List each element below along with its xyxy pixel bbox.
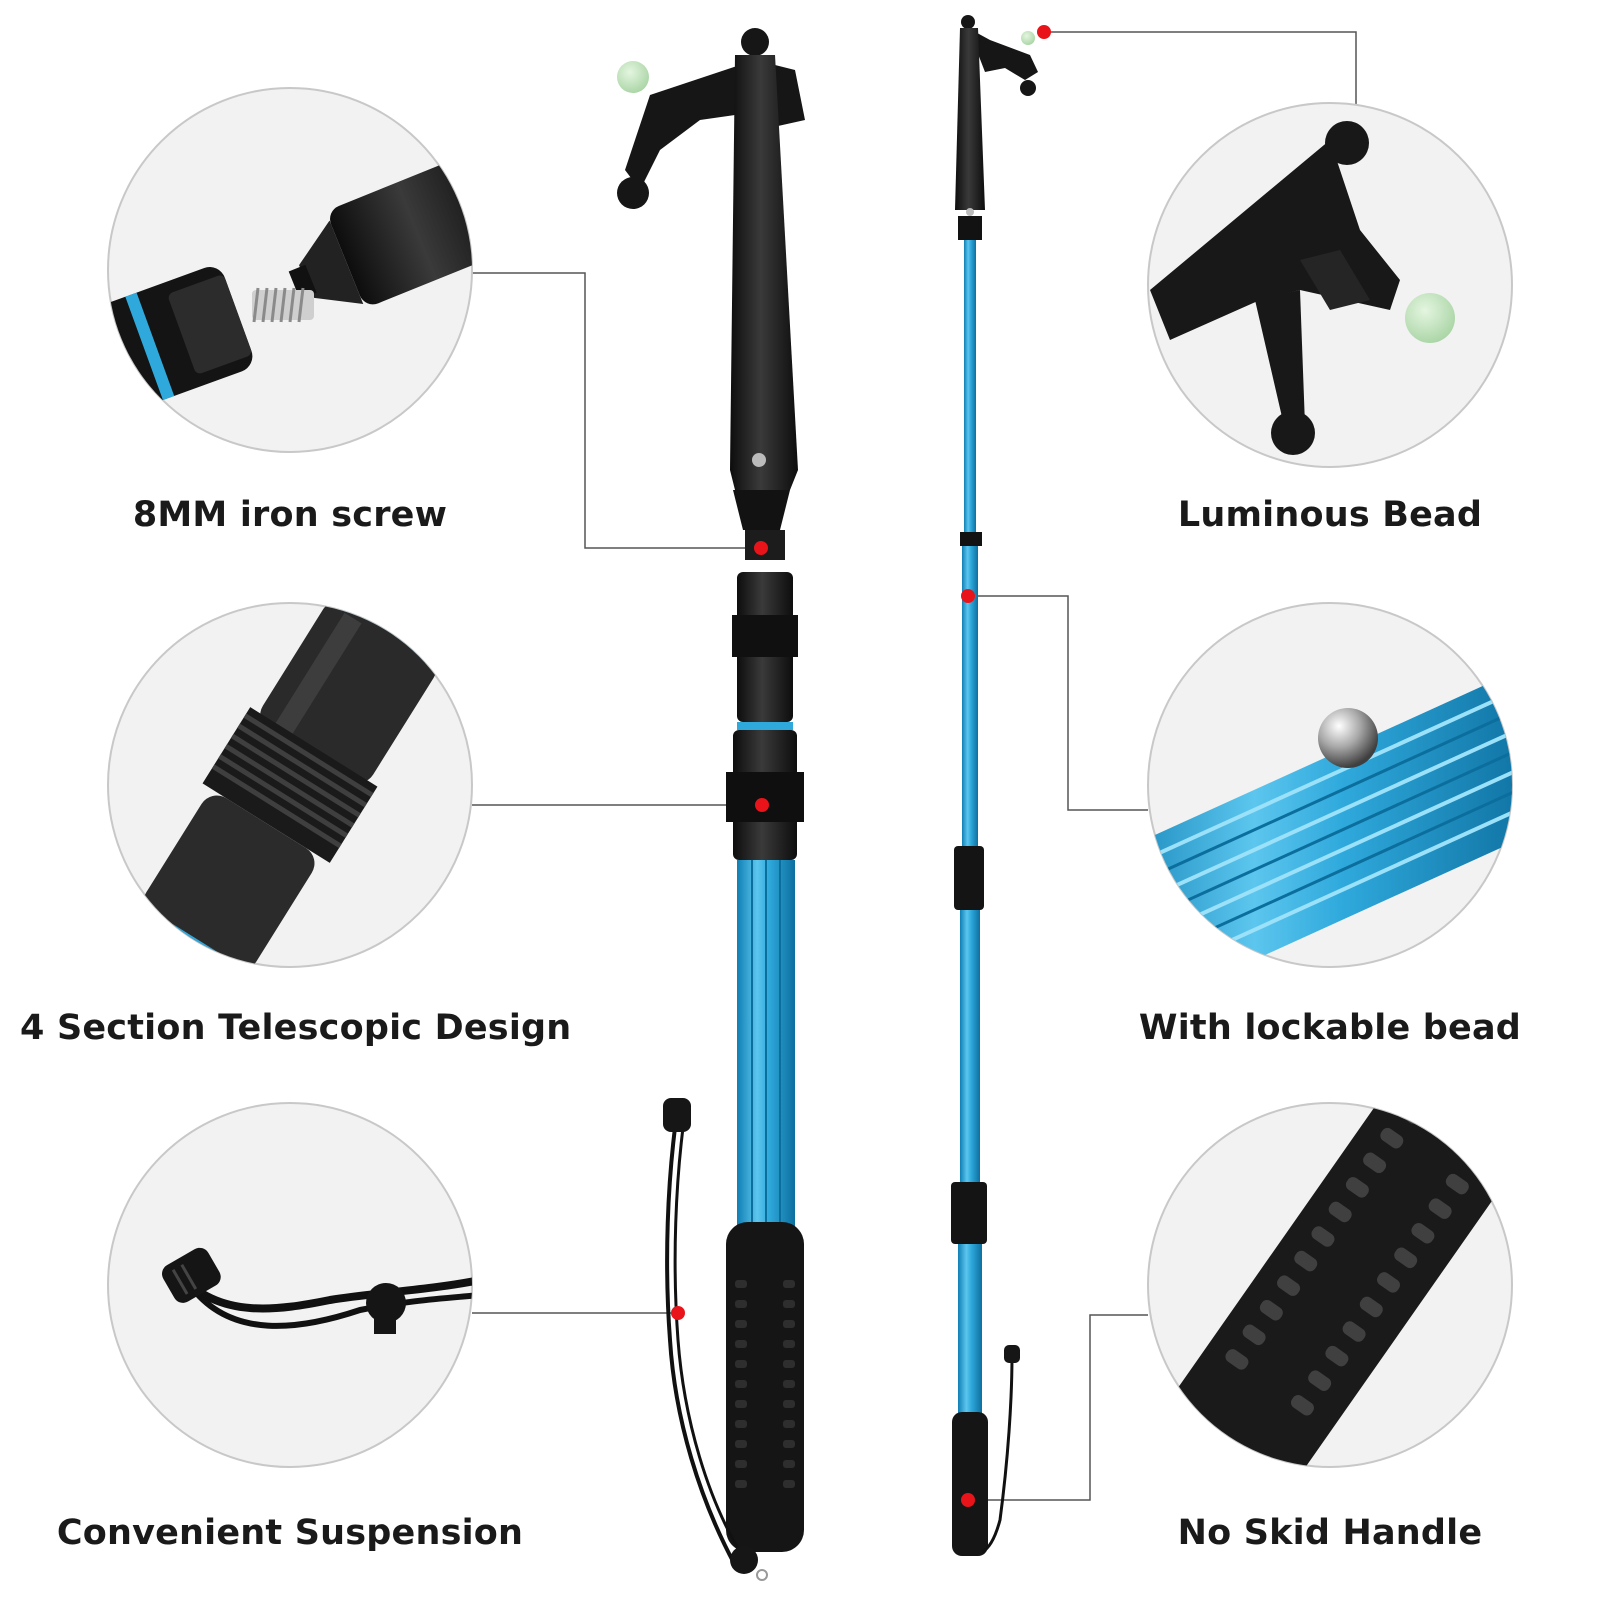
- marker-lockable: [961, 589, 975, 603]
- marker-noskid: [961, 1493, 975, 1507]
- lock-bead: [1318, 708, 1378, 768]
- callout-markers: [671, 25, 1051, 1507]
- lanyard: [663, 1098, 768, 1581]
- label-luminous-bead: Luminous Bead: [1177, 495, 1483, 535]
- luminous-bead-icon: [617, 61, 649, 93]
- luminous-bead: [1405, 293, 1455, 343]
- callout-line-screw: [472, 272, 760, 549]
- detail-circle-suspension: [107, 1102, 473, 1468]
- marker-screw: [754, 541, 768, 555]
- detail-circle-iron-screw: [107, 87, 473, 453]
- detail-circle-lockable-bead: [1147, 602, 1513, 968]
- label-telescopic: 4 Section Telescopic Design: [20, 1008, 572, 1048]
- callout-line-lockable: [968, 595, 1148, 811]
- label-iron-screw: 8MM iron screw: [132, 495, 448, 535]
- label-lockable-bead: With lockable bead: [1138, 1008, 1522, 1048]
- marker-telescopic: [755, 798, 769, 812]
- detail-circle-luminous-bead: [1147, 102, 1513, 468]
- boat-hook-collapsed: [617, 28, 805, 1581]
- label-no-skid: No Skid Handle: [1177, 1513, 1483, 1553]
- boat-hook-extended: [951, 15, 1038, 1556]
- label-suspension: Convenient Suspension: [56, 1513, 524, 1553]
- callout-line-noskid: [968, 1314, 1148, 1501]
- callout-lines: [472, 31, 1357, 1501]
- detail-circle-telescopic: [107, 602, 473, 968]
- marker-suspension: [671, 1306, 685, 1320]
- detail-circle-no-skid: [1147, 1102, 1513, 1468]
- marker-luminous: [1037, 25, 1051, 39]
- screw-thread: [252, 287, 314, 323]
- callout-line-luminous: [1044, 31, 1357, 108]
